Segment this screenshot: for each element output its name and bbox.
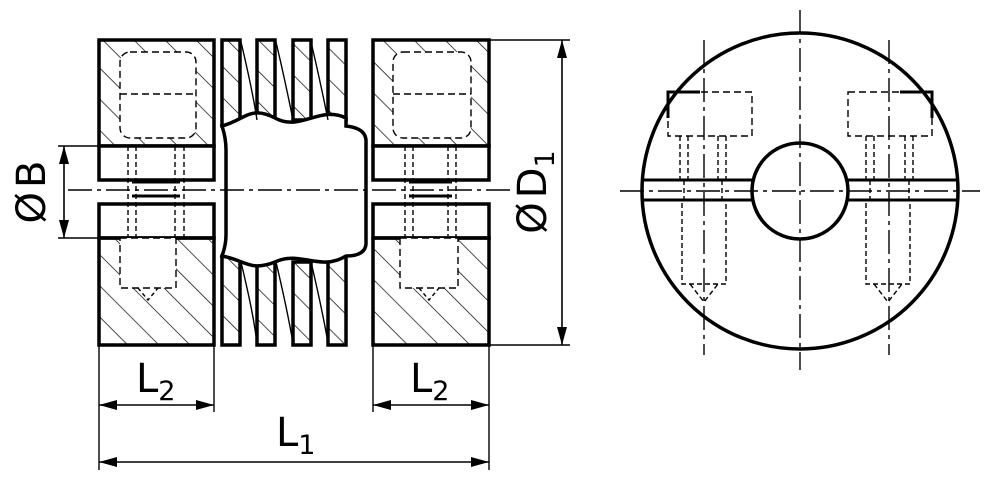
svg-text:L1: L1 (276, 410, 315, 461)
outer-sub: 1 (530, 150, 561, 167)
bellows (219, 38, 368, 347)
outer-letter: D (510, 167, 556, 198)
hub-length-right: L2 (372, 345, 490, 470)
bore-dimension: ØB (9, 145, 99, 239)
hub-len-sub-left: 2 (158, 376, 175, 407)
total-len-sub: 1 (298, 430, 315, 461)
end-view (620, 10, 980, 370)
side-view: ØB ØD1 L2 (9, 38, 570, 470)
hub-length-left: L2 (98, 345, 215, 470)
hub-len-letter-right: L (410, 356, 433, 402)
outer-diameter-dimension: ØD1 (489, 39, 570, 346)
bore-symbol: Ø (9, 192, 55, 223)
svg-text:ØD1: ØD1 (510, 150, 561, 233)
outer-symbol: Ø (510, 202, 556, 233)
left-hub (97, 38, 216, 347)
right-hub (371, 38, 491, 347)
svg-text:L2: L2 (410, 356, 449, 407)
hub-len-letter-left: L (136, 356, 159, 402)
svg-text:ØB: ØB (9, 161, 55, 224)
hub-len-sub-right: 2 (432, 376, 449, 407)
bore-letter: B (9, 161, 55, 188)
svg-text:L2: L2 (136, 356, 175, 407)
total-len-letter: L (276, 410, 299, 456)
total-length: L1 (99, 410, 489, 467)
